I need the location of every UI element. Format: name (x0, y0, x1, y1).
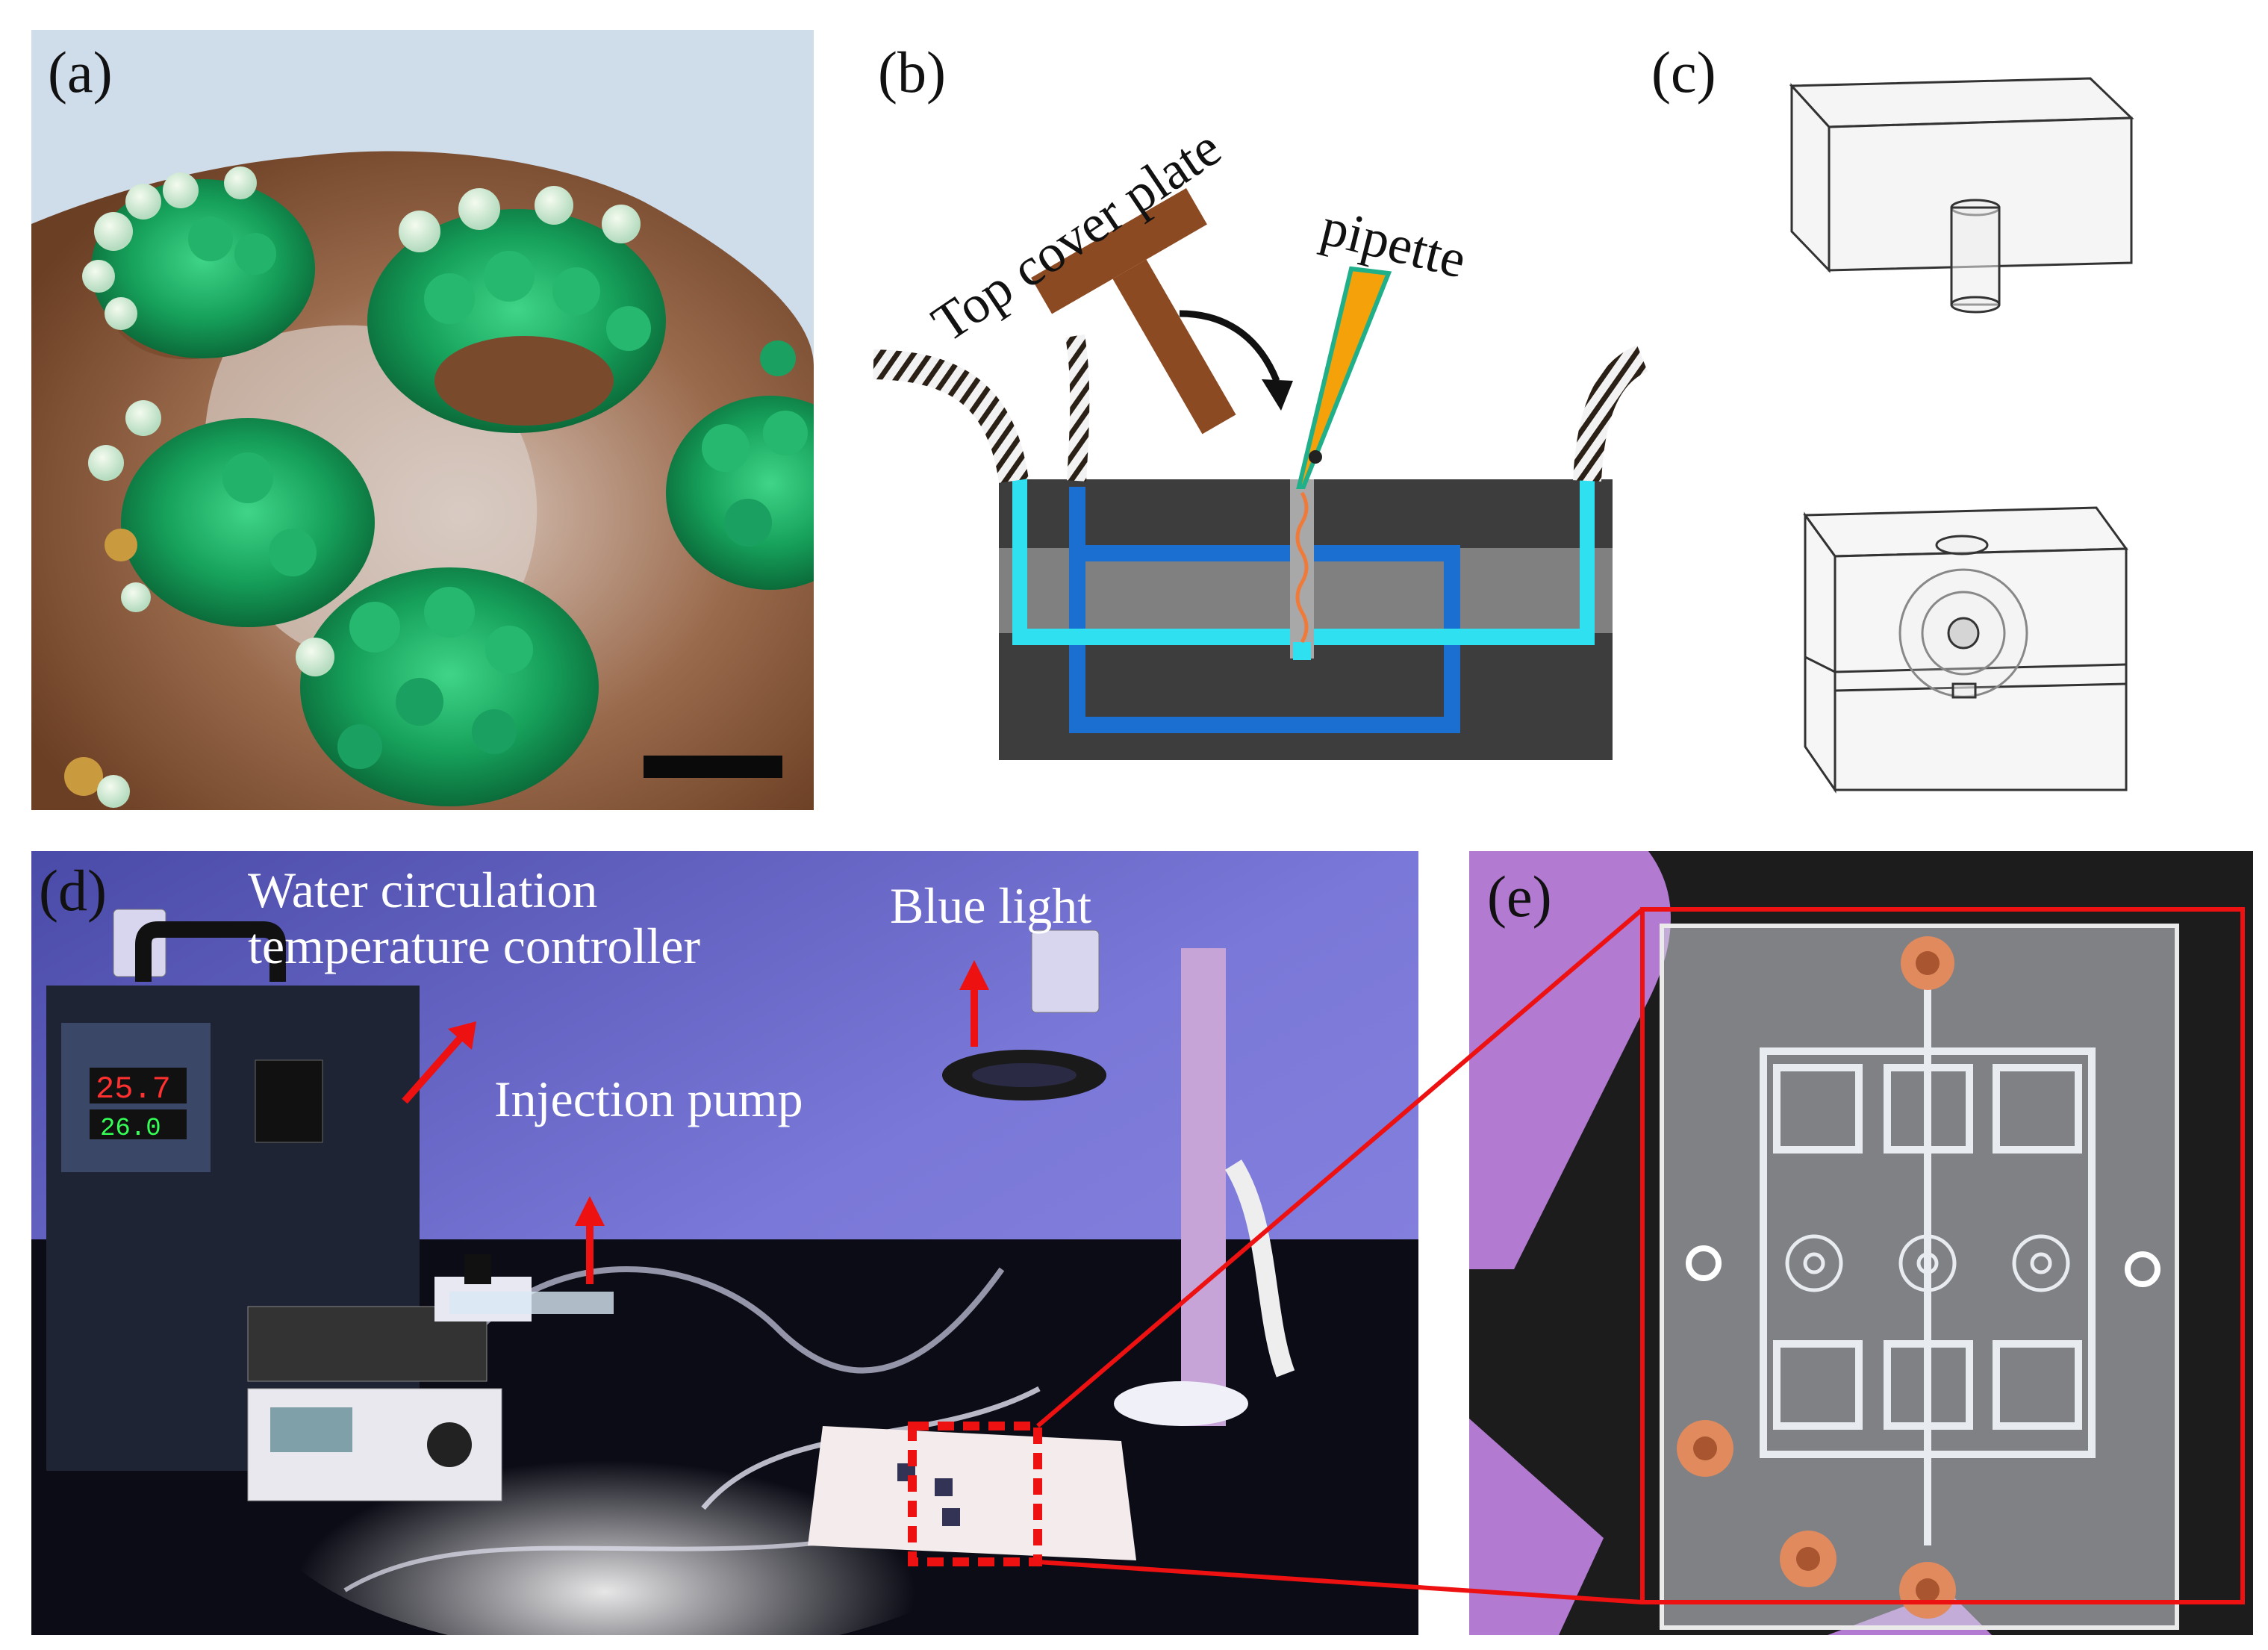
annotation-arrows (402, 960, 989, 1284)
microfluidic-chip-section (999, 479, 1613, 760)
panel-e-label: (e) (1487, 864, 1552, 929)
panel-b-schematic: Top cover plate pipette (b) (859, 30, 1665, 810)
top-cover-plate-shape (1031, 188, 1236, 435)
panel-a-coral-photo: (a) (31, 30, 814, 810)
panel-e-chip-closeup: (e) (1469, 851, 2253, 1635)
tube-inlet-2 (1065, 334, 1090, 482)
panel-c-renders: (c) (1642, 30, 2268, 810)
injection-pump-label: Injection pump (494, 1071, 803, 1127)
polyp-5 (666, 340, 814, 590)
insert-arrow (1179, 310, 1293, 411)
injection-pump (247, 1254, 614, 1501)
panel-c-label: (c) (1651, 40, 1716, 105)
chip-highlight-box (908, 1422, 1042, 1566)
panel-a-label: (a) (48, 40, 113, 105)
display-actual: 26.0 (100, 1115, 161, 1143)
panel-d-label: (d) (39, 858, 107, 923)
chip-3d-renders (1789, 77, 2134, 794)
lab-setup-image: 25.7 26.0 (31, 851, 1418, 1635)
chip-wells (1686, 1234, 2160, 1292)
tube-inlet-1 (873, 349, 1029, 484)
coral-image (31, 30, 814, 810)
polyp-1 (82, 166, 315, 358)
cover-plate-render (1789, 77, 2134, 314)
scale-bar (644, 756, 782, 778)
display-setpoint: 25.7 (96, 1071, 171, 1107)
blue-light-label: Blue light (890, 877, 1091, 934)
chip-assembly-render (1803, 506, 2128, 794)
chip-chambers (1760, 956, 2096, 1545)
polyp-4 (296, 567, 599, 806)
polyp-2 (367, 186, 666, 433)
pipette-shape (1296, 266, 1392, 489)
pipette-label: pipette (1315, 196, 1471, 290)
panel-b-label: (b) (878, 40, 946, 105)
chip-plate (1660, 924, 2179, 1630)
chip-schematic: Top cover plate pipette (873, 117, 1648, 760)
chip-photo (1469, 851, 2253, 1635)
chip-on-table (808, 1426, 1136, 1560)
water-controller-label-1: Water circulation (248, 862, 597, 918)
water-controller-label-2: temperature controller (248, 918, 700, 974)
tube-outlet (1573, 345, 1648, 482)
panel-d-lab-setup: 25.7 26.0 (31, 851, 1418, 1635)
polyp-3 (88, 400, 375, 627)
